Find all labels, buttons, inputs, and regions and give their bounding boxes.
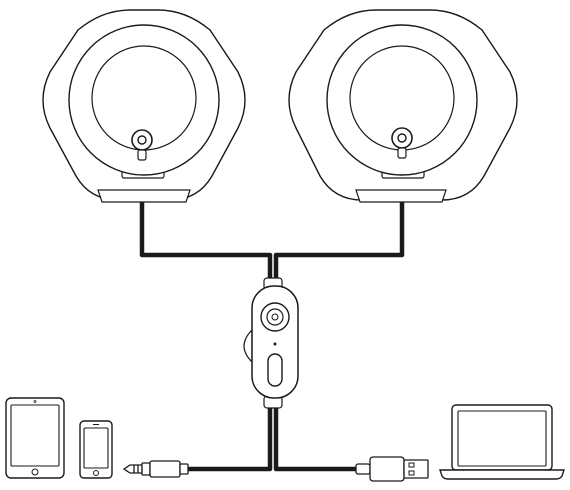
phone <box>79 420 113 479</box>
phone-screen <box>83 427 109 469</box>
speaker-right-grommet-center <box>397 133 407 143</box>
tablet <box>5 397 65 479</box>
laptop <box>439 404 565 480</box>
laptop-base <box>439 469 565 480</box>
inline-control-slider <box>267 353 283 387</box>
speaker-right <box>288 9 518 203</box>
speaker-left-base <box>97 189 191 203</box>
tablet-home-button <box>31 468 39 476</box>
speaker-left-grommet-center <box>137 135 147 145</box>
inline-control-knob-center <box>271 313 279 321</box>
aux-plug-tip <box>122 464 143 474</box>
laptop-screen <box>457 410 547 467</box>
speaker-right-port <box>397 147 407 159</box>
usb-plug-housing <box>369 456 405 482</box>
inline-control-led <box>273 342 277 346</box>
usb-plug-contact-2 <box>408 470 415 476</box>
aux-cable <box>183 395 273 472</box>
usb-plug-contact-1 <box>408 462 415 468</box>
aux-plug <box>122 460 189 478</box>
inline-control-side-wheel <box>243 328 253 364</box>
aux-plug-collar <box>141 462 151 476</box>
usb-plug <box>355 456 429 482</box>
tablet-camera <box>33 400 37 403</box>
usb-plug-connector <box>403 459 429 479</box>
aux-plug-strain-relief <box>179 463 189 475</box>
usb-plug-strain-relief <box>355 463 371 475</box>
aux-plug-housing <box>149 460 181 478</box>
tablet-screen <box>10 404 60 467</box>
speaker-left <box>42 9 246 203</box>
speaker-left-port <box>137 149 147 161</box>
usb-cable <box>273 395 361 472</box>
inline-control <box>243 285 299 399</box>
speaker-right-base <box>355 189 447 203</box>
phone-home-button <box>93 470 99 476</box>
